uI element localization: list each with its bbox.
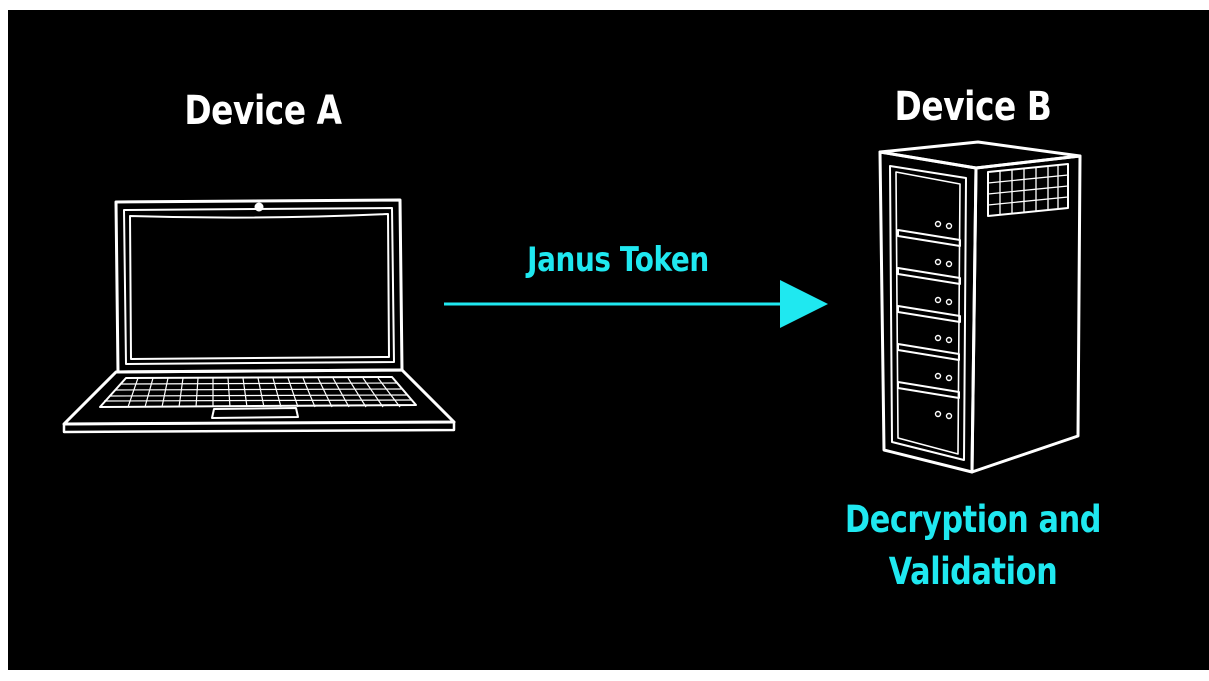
- device-b-caption: Decryption and Validation: [838, 494, 1109, 598]
- device-a-title: Device A: [184, 88, 342, 134]
- token-flow-arrow: [444, 280, 828, 328]
- diagram-canvas: Device A Device B Janus Token Decryption…: [8, 10, 1209, 670]
- device-b-caption-line1: Decryption and: [844, 498, 1102, 541]
- laptop-icon: [62, 198, 456, 434]
- diagram-graphics: [62, 140, 1082, 474]
- token-flow-label: Janus Token: [527, 240, 709, 280]
- server-icon: [878, 140, 1082, 474]
- device-b-caption-line2: Validation: [888, 550, 1058, 593]
- device-b-title: Device B: [894, 84, 1052, 130]
